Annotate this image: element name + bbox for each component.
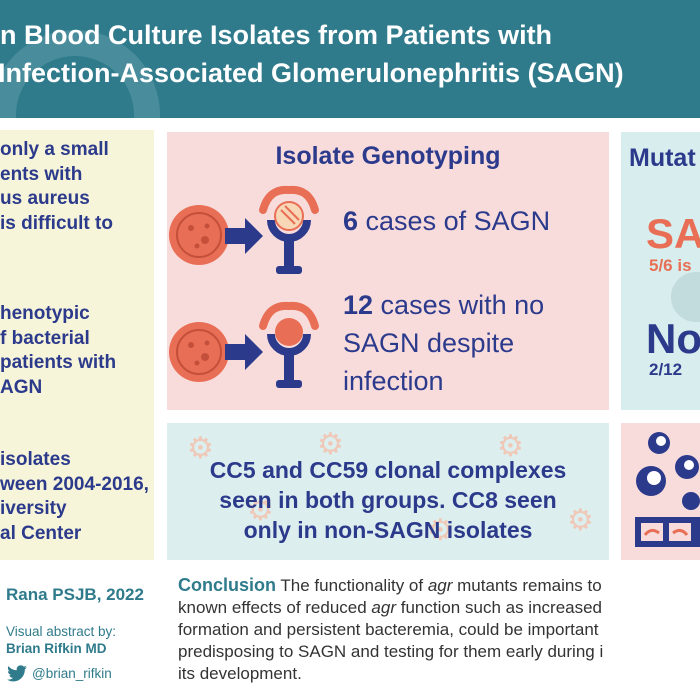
background-line: henotypic <box>0 303 90 324</box>
background-line: ents with <box>0 163 83 185</box>
background-line: f bacterial <box>0 327 90 349</box>
clonal-line: CC5 and CC59 clonal complexes <box>209 457 567 483</box>
background-line: isolates <box>0 449 71 470</box>
conclusion-label: Conclusion <box>178 575 276 595</box>
non-sagn-case-label: cases with no <box>373 290 545 320</box>
agr-term: agr <box>371 598 396 617</box>
background-block-1: only a small ents with us aureus is diff… <box>0 138 113 236</box>
gear-icon: ⚙ <box>497 430 524 463</box>
conclusion-fragment: The functionality of <box>276 576 428 595</box>
sagn-mutation-heading: SA <box>646 210 700 257</box>
background-line: patients with <box>0 352 117 373</box>
twitter-bird-icon[interactable] <box>6 665 28 683</box>
visual-abstract-label: Visual abstract by: <box>6 624 117 639</box>
background-line: AGN <box>0 376 43 398</box>
arrow-right-icon <box>225 218 263 254</box>
background-line: iversity <box>0 498 67 519</box>
receptor-icon <box>259 301 319 388</box>
header-banner: n Blood Culture Isolates from Patients w… <box>0 0 700 118</box>
background-line: only a small <box>0 139 109 160</box>
gear-icon: ⚙ <box>247 494 274 527</box>
non-sagn-case-line-3: infection <box>343 366 444 396</box>
conclusion-fragment: function such as increased <box>396 598 603 617</box>
conclusion-fragment: mutants remains to <box>452 576 602 595</box>
sagn-case-label: cases of SAGN <box>358 206 551 236</box>
clonal-line: only in non-SAGN isolates <box>243 517 533 543</box>
conclusion-line: its development. <box>178 664 302 683</box>
gear-icon: ⚙ <box>567 504 594 537</box>
non-sagn-case-number: 12 <box>343 290 374 320</box>
background-line: is difficult to <box>0 212 113 234</box>
gear-icon: ⚙ <box>427 514 454 547</box>
background-block-2: henotypic f bacterial patients with AGN <box>0 302 116 400</box>
bacteria-panel <box>621 423 700 560</box>
bacteria-illustration <box>635 432 700 547</box>
background-panel: only a small ents with us aureus is diff… <box>0 130 154 560</box>
gear-icon: ⚙ <box>317 428 344 461</box>
arrow-right-icon <box>225 334 263 370</box>
bacteria-icon <box>636 432 700 510</box>
non-sagn-case-illustration <box>169 301 319 388</box>
title-line-1: n Blood Culture Isolates from Patients w… <box>0 20 553 50</box>
genotyping-title: Isolate Genotyping <box>275 142 501 170</box>
background-line: al Center <box>0 522 82 544</box>
conclusion-text: Conclusion The functionality of agr muta… <box>178 574 700 685</box>
citation: Rana PSJB, 2022 <box>6 585 144 604</box>
film-strip-icon <box>635 517 700 547</box>
conclusion-line: formation and persistent bacteremia, cou… <box>178 620 599 639</box>
receptor-icon <box>259 185 319 274</box>
conclusion-fragment: known effects of reduced <box>178 598 372 617</box>
sagn-case-count: 6 cases of SAGN <box>343 206 550 237</box>
agr-term: agr <box>427 576 453 595</box>
clonal-complex-panel: ⚙ ⚙ ⚙ ⚙ ⚙ ⚙ CC5 and CC59 clonal complexe… <box>167 423 609 560</box>
gear-icon: ⚙ <box>187 432 214 465</box>
non-sagn-case-line-2: SAGN despite <box>343 328 515 358</box>
conclusion-line: known effects of reduced agr function su… <box>178 597 700 619</box>
author-name: Brian Rifkin MD <box>6 641 107 656</box>
mutations-panel: Mutat SA 5/6 is No 2/12 <box>621 132 700 410</box>
background-line: us aureus <box>0 188 90 209</box>
conclusion-line: predisposing to SAGN and testing for the… <box>178 642 604 661</box>
conclusion-line: Conclusion The functionality of agr muta… <box>178 574 700 597</box>
non-sagn-mutation-ratio: 2/12 <box>649 360 683 379</box>
clonal-line: seen in both groups. CC8 seen <box>219 487 557 513</box>
mutations-title: Mutat <box>629 144 696 172</box>
sagn-mutation-ratio: 5/6 is <box>649 256 692 275</box>
clonal-complex-text: CC5 and CC59 clonal complexes seen in bo… <box>167 455 609 545</box>
petri-dish-icon <box>169 205 229 265</box>
background-block-3: isolates ween 2004-2016, iversity al Cen… <box>0 448 149 546</box>
title-line-2: Infection-Associated Glomerulonephritis … <box>0 58 624 88</box>
sagn-case-illustration <box>169 185 319 274</box>
sagn-case-number: 6 <box>343 206 359 236</box>
genotyping-panel: Isolate Genotyping 6 cases of SAGN <box>167 132 609 410</box>
twitter-handle-link[interactable]: @brian_rifkin <box>32 666 112 681</box>
non-sagn-mutation-heading: No <box>646 315 700 362</box>
non-sagn-case-count: 12 cases with no <box>343 290 544 321</box>
petri-dish-icon <box>169 322 229 382</box>
background-line: ween 2004-2016, <box>0 473 149 495</box>
